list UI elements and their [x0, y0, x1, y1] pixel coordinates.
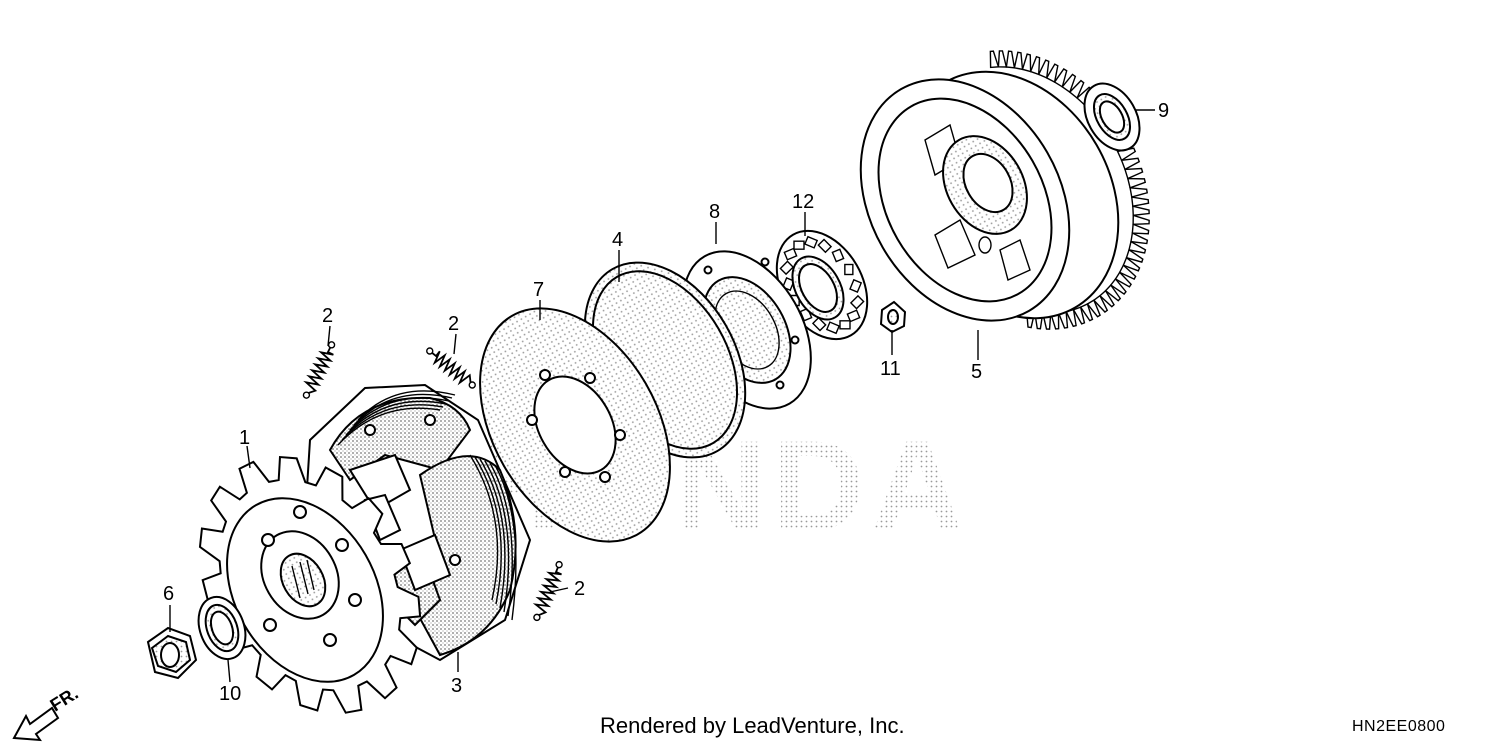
- part-5-clutch-drum: [859, 50, 1150, 330]
- callout-4: 4: [612, 229, 623, 251]
- part-6-lock-nut: [146, 626, 198, 680]
- part-1-drive-plate-sprocket: [198, 455, 422, 714]
- part-2-spring-lower: [532, 560, 563, 622]
- part-2-spring-upper-left: [302, 341, 336, 399]
- front-direction-indicator: FR.: [12, 683, 82, 742]
- callout-1: 1: [239, 427, 250, 449]
- callout-3: 3: [451, 675, 462, 697]
- arrow-left-down-icon: [12, 706, 60, 742]
- part-3-clutch-weight-assembly: [303, 383, 532, 662]
- callout-2-upper-center: 2: [448, 313, 459, 335]
- callout-6: 6: [163, 583, 174, 605]
- part-12-one-way-clutch: [775, 229, 869, 341]
- callout-12: 12: [792, 191, 814, 213]
- render-credit: Rendered by LeadVenture, Inc.: [600, 713, 905, 738]
- part-2-spring-upper-center: [426, 347, 476, 389]
- part-11-nut: [879, 300, 907, 334]
- part-10-washer: [197, 596, 247, 660]
- callout-9: 9: [1158, 100, 1169, 122]
- callout-2-lower: 2: [574, 578, 585, 600]
- callout-11: 11: [880, 358, 901, 380]
- leader-lines: [169, 109, 1155, 683]
- callout-5: 5: [971, 361, 982, 383]
- diagram-code: HN2EE0800: [1352, 718, 1445, 735]
- callout-2-upper-left: 2: [322, 305, 333, 327]
- part-7-clutch-plate: [479, 307, 671, 543]
- callout-7: 7: [533, 279, 544, 301]
- callout-10: 10: [219, 683, 241, 705]
- callout-8: 8: [709, 201, 720, 223]
- part-9-thrust-washer: [1083, 82, 1141, 152]
